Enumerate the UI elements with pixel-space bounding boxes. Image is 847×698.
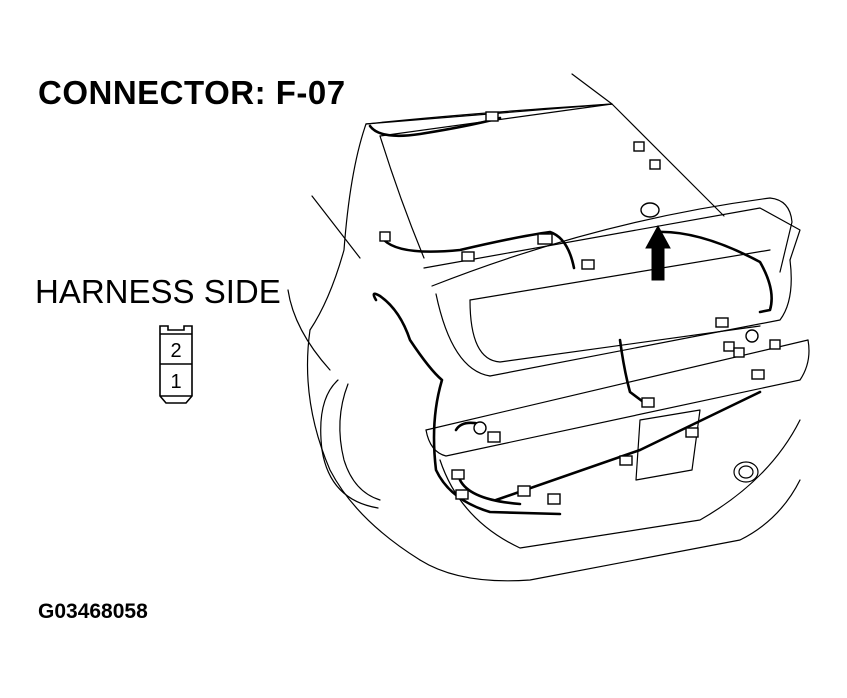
connector-face xyxy=(159,325,193,404)
connector-title: CONNECTOR: F-07 xyxy=(38,74,346,111)
harness-connectors xyxy=(379,111,781,505)
figure-code: G03468058 xyxy=(38,600,148,623)
location-arrow xyxy=(645,224,671,281)
connector-pin-top: 2 xyxy=(170,340,181,362)
car-body-outline xyxy=(287,73,810,582)
harness-side-label: HARNESS SIDE xyxy=(35,273,281,310)
connector-pin-bottom: 1 xyxy=(170,371,181,393)
wiring-harness xyxy=(368,116,773,516)
